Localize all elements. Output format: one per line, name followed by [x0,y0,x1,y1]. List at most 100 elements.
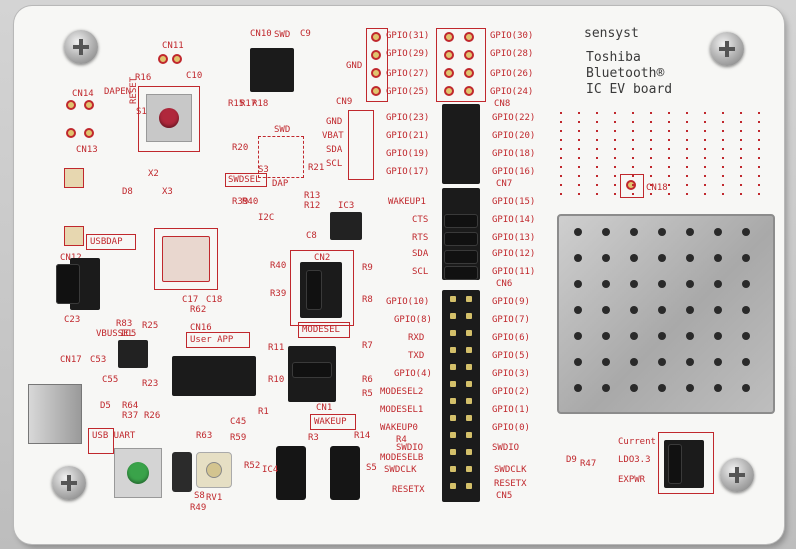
product-line-text: Bluetooth® [586,66,665,81]
ic5-chip [162,236,210,282]
reset-button[interactable] [146,94,192,142]
switch-s5[interactable] [330,446,360,500]
cn5-header[interactable] [442,290,480,502]
r8-label: R10 [268,375,285,385]
r64-label: R25 [142,321,159,331]
gnd-pad-3 [371,68,381,78]
shield-hole-icon [658,254,666,262]
power-jumper[interactable] [668,444,682,484]
silkscreen-dot [632,157,634,159]
silkscreen-dot [578,112,580,114]
c10-label: C10 [186,71,203,81]
cn5-gpio7-label: GPIO(7) [492,315,530,325]
d2-label: D8 [122,187,133,197]
silkscreen-dot [686,193,688,195]
cn5-resetx-left-label: RESETX [392,485,425,495]
silkscreen-dot [722,184,724,186]
cn5-label: CN5 [496,491,513,501]
silkscreen-dot [668,175,670,177]
cn8-pad-a2 [444,50,454,60]
s3-label: S3 [258,165,269,175]
silkscreen-dot [650,175,652,177]
silkscreen-dot [758,148,760,150]
cn6-jumper-1[interactable] [444,214,478,228]
shield-hole-icon [630,254,638,262]
silkscreen-dot [740,121,742,123]
cn12-jumper[interactable] [56,264,80,304]
switch-s8[interactable] [172,452,192,492]
c17-label: C17 [182,295,199,305]
silkscreen-dot [740,193,742,195]
cn13-label: CN13 [76,145,98,155]
cn16-header[interactable] [172,356,256,396]
shield-hole-icon [742,306,750,314]
swdsel-outline [225,173,267,187]
silkscreen-dot [614,139,616,141]
c9-label: C9 [300,29,311,39]
cn16-label: CN16 [190,323,212,333]
cn7-gpio18-label: GPIO(18) [492,149,536,159]
cn6-gpio15-label: GPIO(15) [492,197,536,207]
header-pin-icon [450,381,456,387]
switch-s9[interactable] [276,446,306,500]
cn7-header[interactable] [442,104,480,184]
swd-header[interactable] [250,48,294,92]
mini-usb-port[interactable] [28,384,82,444]
potentiometer-rv1[interactable] [196,452,232,488]
r39-label: R39 [232,197,249,207]
shield-hole-icon [602,332,610,340]
shield-hole-icon [602,384,610,392]
header-pin-icon [450,415,456,421]
r15-label: R15 [228,99,245,109]
silkscreen-dot [722,139,724,141]
cn1-jumper[interactable] [292,362,332,378]
shield-hole-icon [686,228,694,236]
cn6-gpio14-label: GPIO(14) [492,215,536,225]
cn5-modesel1-label: MODESEL1 [380,405,424,415]
silkscreen-dot [578,121,580,123]
cn14-pad-1 [66,100,76,110]
shield-hole-icon [686,254,694,262]
cn5-txd-label: TXD [408,351,425,361]
user-button[interactable] [114,448,162,498]
c45-label: C45 [230,417,247,427]
silkscreen-dot [596,193,598,195]
cn10-label: CN10 [250,29,272,39]
shield-hole-icon [574,280,582,288]
current-label: Current [618,437,656,447]
c23-label: C23 [64,315,81,325]
cn2-jumper[interactable] [306,270,322,310]
silkscreen-dot [686,166,688,168]
header-pin-icon [450,483,456,489]
shield-hole-icon [602,228,610,236]
silkscreen-dot [560,148,562,150]
r9-label: R11 [268,343,285,353]
cn7-gpio23-label: GPIO(23) [386,113,430,123]
header-pin-icon [450,398,456,404]
r3-label: R5 [362,389,373,399]
cn11-pad-2 [172,54,182,64]
r23-label: R3 [308,433,319,443]
shield-hole-icon [742,254,750,262]
silkscreen-dot [668,166,670,168]
cn6-jumper-4[interactable] [444,266,478,280]
cn6-jumper-2[interactable] [444,232,478,246]
cn6-jumper-3[interactable] [444,250,478,264]
ic4-label: X3 [162,187,173,197]
shield-hole-icon [602,280,610,288]
header-pin-icon [466,466,472,472]
expwr-label: EXPWR [618,475,646,485]
header-pin-icon [466,347,472,353]
s8-label: S8 [194,491,205,501]
shield-hole-icon [658,228,666,236]
s5-label: S5 [366,463,377,473]
silkscreen-dot [704,139,706,141]
cn9-label: CN9 [336,97,353,107]
cn6-gpio13-label: GPIO(13) [492,233,536,243]
cn9-scl-label: SCL [326,159,343,169]
shield-hole-icon [742,332,750,340]
silkscreen-dot [740,157,742,159]
silkscreen-dot [632,130,634,132]
silkscreen-dot [560,193,562,195]
